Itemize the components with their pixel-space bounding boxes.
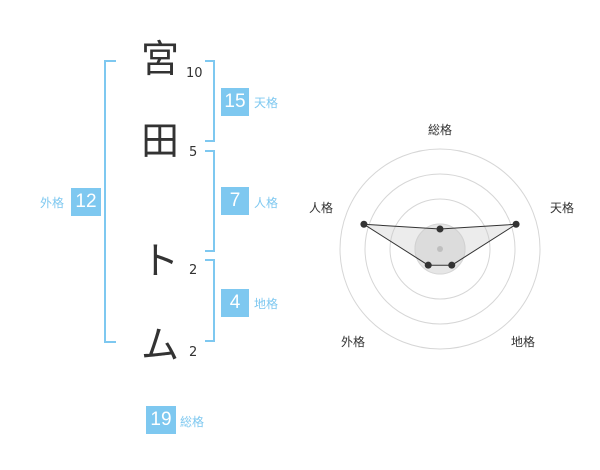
radar-point-3 <box>448 261 456 269</box>
radar-axis-label-chikaku: 地格 <box>511 335 536 349</box>
radar-series-polygon <box>363 223 517 266</box>
chikaku-label: 地格 <box>254 297 279 311</box>
radar-point-5 <box>360 220 368 228</box>
name-char-1: 宮 <box>140 37 179 81</box>
stroke-count-4: 2 <box>189 345 198 360</box>
tenkaku-value: 15 <box>221 88 249 116</box>
gaikaku-value: 12 <box>71 188 101 216</box>
radar-point-2 <box>512 220 520 228</box>
soukaku-label: 総格 <box>180 415 205 429</box>
soukaku-value: 19 <box>146 406 176 434</box>
jinkaku-bracket <box>205 150 215 252</box>
gaikaku-label: 外格 <box>40 196 65 210</box>
chikaku-value: 4 <box>221 289 249 317</box>
radar-axis-label-tenkaku: 天格 <box>550 201 575 215</box>
radar-ring <box>389 198 491 300</box>
stroke-count-3: 2 <box>189 263 198 278</box>
chikaku-bracket <box>205 259 215 342</box>
jinkaku-value: 7 <box>221 187 249 215</box>
radar-axis-label-soukaku: 総格 <box>428 123 453 137</box>
stroke-count-2: 5 <box>189 145 198 160</box>
gaikaku-bracket <box>104 60 116 343</box>
name-char-3: ト <box>140 239 179 283</box>
radar-point-4 <box>424 261 432 269</box>
tenkaku-bracket <box>205 60 215 142</box>
radar-axis-label-gaikaku: 外格 <box>341 335 366 349</box>
name-char-4: ム <box>140 323 179 367</box>
radar-axis-label-jinkaku: 人格 <box>309 201 334 215</box>
name-char-2: 田 <box>140 119 179 163</box>
radar-ring <box>364 173 516 325</box>
radar-center-dot <box>437 246 443 252</box>
stroke-count-1: 10 <box>186 66 203 81</box>
radar-point-1 <box>436 225 444 233</box>
jinkaku-label: 人格 <box>254 196 279 210</box>
radar-ring <box>339 148 541 350</box>
tenkaku-label: 天格 <box>254 96 279 110</box>
